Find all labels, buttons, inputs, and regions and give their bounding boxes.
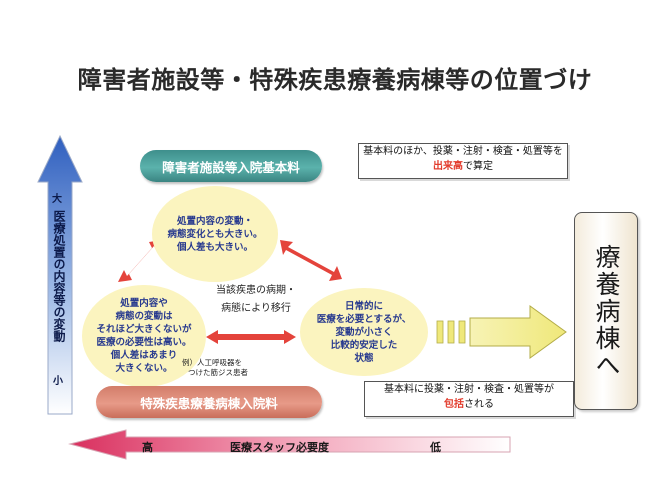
bottom-fee-note-suffix: される: [464, 399, 494, 410]
top-fee-note-emphasis: 出来高: [433, 161, 463, 172]
horizontal-axis-low: 低: [430, 441, 441, 454]
top-fee-note-line2: 出来高で算定: [359, 159, 567, 174]
bottom-fee-note: 基本料に投薬・注射・検査・処置等が 包括される: [364, 381, 574, 417]
example-note: 例）人工呼吸器を つけた筋ジス患者: [182, 358, 272, 378]
circle-left-line: それほど大きくないが: [96, 324, 192, 335]
circle-top-line: 個人差も大きい。: [176, 241, 253, 253]
vertical-axis-label: 医療処置の内容等の変動: [52, 210, 66, 342]
example-note-line: つけた筋ジス患者: [188, 368, 248, 377]
transition-note-line: 当該疾患の病期・: [216, 285, 296, 296]
circle-left-line: 大きくない。: [115, 363, 173, 374]
transition-note: 当該疾患の病期・ 病態により移行: [206, 282, 306, 318]
circle-right-line: 日常的に: [344, 300, 383, 312]
circle-right-line: 比較的安定した: [330, 339, 398, 351]
circle-right-line: 状態: [354, 352, 374, 364]
circle-top-line: 処置内容の変動・: [176, 215, 253, 227]
circle-right: 日常的に 医療を必要とするが、 変動が小さく 比較的安定した 状態: [300, 288, 428, 376]
page-title: 障害者施設等・特殊疾患療養病棟等の位置づけ: [77, 66, 593, 94]
circle-top-line: 病態変化とも大きい。: [167, 228, 263, 240]
ward-box: 療養病棟へ: [574, 212, 638, 410]
horizontal-axis-label: 医療スタッフ必要度: [230, 441, 329, 454]
top-fee-note-suffix: で算定: [463, 161, 493, 172]
ward-label: 療養病棟へ: [592, 243, 621, 379]
top-fee-note-line1: 基本料のほか、投薬・注射・検査・処置等を: [363, 146, 563, 157]
circle-right-line: 医療を必要とするが、: [316, 313, 412, 325]
bottom-fee-note-line2: 包括される: [365, 397, 573, 412]
circle-right-line: 変動が小さく: [335, 326, 393, 338]
vertical-axis-arrow: [37, 134, 83, 415]
circle-left-line: 医療の必要性は高い。: [96, 337, 192, 348]
horizontal-axis-arrow: [68, 429, 511, 460]
transition-note-line: 病態により移行: [221, 303, 291, 314]
bottom-fee-pill: 特殊疾患療養病棟入院料: [96, 386, 322, 418]
example-note-line: 例）人工呼吸器を: [182, 358, 242, 367]
circle-top: 処置内容の変動・ 病態変化とも大きい。 個人差も大きい。: [152, 186, 278, 282]
circle-left-line: 個人差はあまり: [110, 350, 178, 361]
vertical-axis-high: 大: [52, 194, 62, 205]
circle-left: 処置内容や 病態の変動は それほど大きくないが 医療の必要性は高い。 個人差はあ…: [82, 285, 206, 387]
top-fee-pill: 障害者施設等入院基本料: [140, 150, 322, 182]
bottom-fee-note-emphasis: 包括: [444, 399, 464, 410]
vertical-axis-low: 小: [53, 376, 63, 387]
transition-arrow-bottom: [206, 330, 296, 344]
horizontal-axis-high: 高: [142, 441, 153, 454]
top-fee-note: 基本料のほか、投薬・注射・検査・処置等を 出来高で算定: [358, 143, 568, 179]
circle-left-line: 処置内容や: [120, 298, 168, 309]
to-ward-arrow: [436, 305, 567, 359]
bottom-fee-note-line1: 基本料に投薬・注射・検査・処置等が: [384, 384, 554, 395]
transition-arrow-top-right: [280, 240, 342, 281]
circle-left-line: 病態の変動は: [115, 311, 173, 322]
